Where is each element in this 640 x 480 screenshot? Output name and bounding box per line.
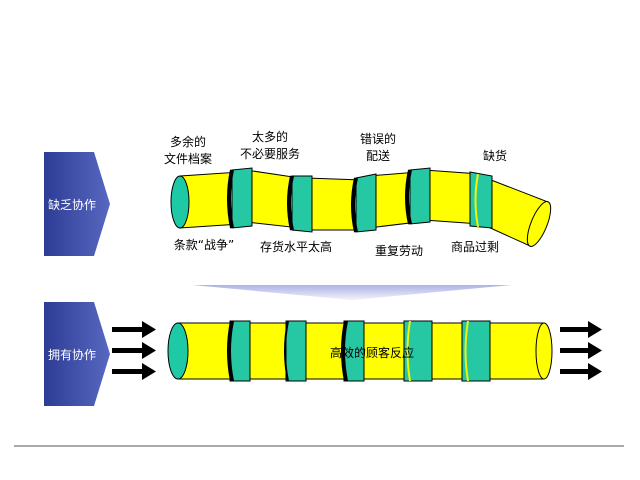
pipe-joint-icon: [341, 320, 365, 382]
center-label: 高效的顾客反应: [330, 345, 414, 360]
pipe-joint-icon: [461, 320, 491, 382]
top-label-2-line-2: 不必要服务: [240, 146, 300, 161]
bottom-label-1: 条款“战争”: [174, 238, 234, 252]
top-side-label: 缺乏协作: [48, 197, 96, 212]
pipe-joint-icon: [284, 320, 307, 382]
top-label-4: 缺货: [483, 148, 507, 163]
top-label-1-line-2: 文件档案: [164, 151, 212, 166]
top-label-1-line-1: 多余的: [170, 134, 206, 149]
aligned-pipe: [167, 320, 553, 382]
top-label-3-line-1: 错误的: [360, 131, 396, 146]
top-side-box: 缺乏协作: [44, 152, 110, 256]
pipe-joint-icon: [227, 320, 251, 382]
bottom-side-label: 拥有协作: [48, 347, 96, 362]
transition-arrow: [192, 285, 512, 300]
pipe-joint-icon: [287, 175, 313, 233]
bottom-label-2: 存货水平太高: [260, 239, 332, 254]
pipe-joint-icon: [227, 167, 253, 229]
arrow-right-icon: [560, 342, 602, 359]
pipe-joint-icon: [351, 173, 377, 233]
arrow-right-icon: [112, 342, 156, 359]
bottom-side-box: 拥有协作: [44, 302, 110, 406]
misaligned-pipe: [170, 167, 552, 247]
top-label-3-line-2: 配送: [366, 148, 390, 163]
bottom-label-4: 商品过剩: [451, 239, 499, 254]
arrow-right-icon: [560, 363, 602, 380]
arrow-right-icon: [560, 321, 602, 338]
bottom-label-3: 重复劳动: [375, 244, 423, 258]
pipe-joint-icon: [405, 167, 431, 225]
pipe-joint-icon: [403, 320, 433, 382]
arrow-right-icon: [112, 321, 156, 338]
top-label-2-line-1: 太多的: [252, 129, 288, 144]
arrow-right-icon: [112, 363, 156, 380]
pipe-joint-icon: [469, 171, 493, 229]
